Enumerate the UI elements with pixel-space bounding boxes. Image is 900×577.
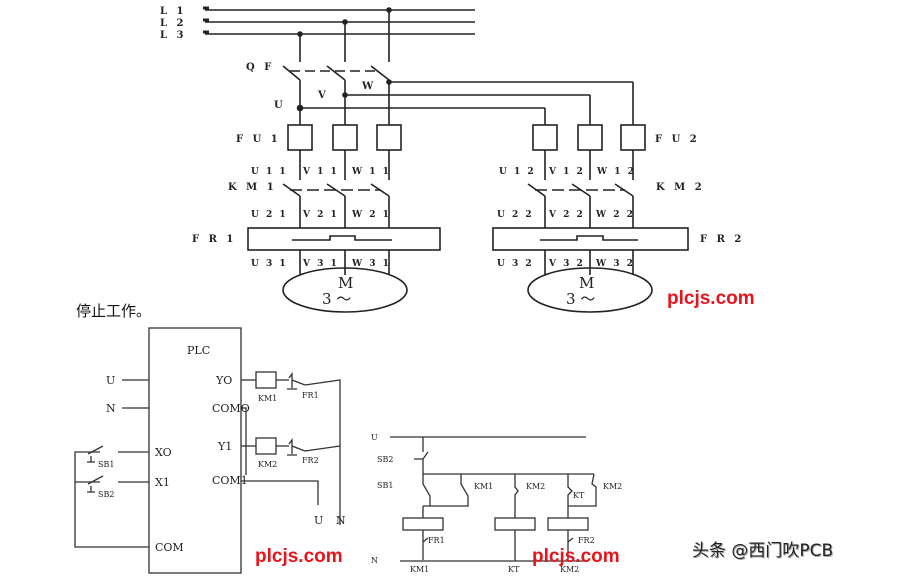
label-l3: L 3 — [160, 30, 186, 41]
coil-km1: KM1 — [410, 565, 429, 574]
label-v31: V 3 1 — [302, 259, 339, 269]
plc-box — [148, 327, 242, 574]
label-v12: V 1 2 — [548, 167, 585, 177]
plc-term-com1: COM1 — [212, 474, 248, 487]
plc-term-com: COM — [155, 541, 184, 554]
label-km1: K M 1 — [228, 182, 277, 193]
rail-u: U — [371, 433, 378, 442]
plc-term-x0: XO — [155, 446, 172, 459]
label-l1: L 1 — [160, 6, 186, 17]
contact-km2-b: KM2 — [603, 482, 622, 491]
label-km2-coil: KM2 — [258, 460, 277, 469]
label-fr2: F R 2 — [700, 234, 744, 245]
plc-input-n: N — [106, 402, 116, 415]
label-w31: W 3 1 — [351, 259, 391, 269]
contact-km1: KM1 — [474, 482, 493, 491]
supply-n: N — [336, 514, 346, 527]
credit-text: 头条 @西门吹PCB — [692, 541, 834, 561]
plc-term-x1: X1 — [155, 476, 170, 489]
label-sb2: SB2 — [98, 490, 114, 499]
label-v22: V 2 2 — [548, 210, 585, 220]
label-fu1: F U 1 — [236, 134, 281, 145]
motor2-phase: 3 ～ — [566, 290, 595, 308]
label-v21: V 2 1 — [302, 210, 339, 220]
plc-input-u: U — [106, 374, 115, 387]
coil-kt: KT — [508, 565, 520, 574]
label-sb2-stop: SB2 — [377, 455, 393, 464]
label-sb1-start: SB1 — [377, 481, 393, 490]
relay-fr1: FR1 — [428, 536, 445, 545]
plc-term-y0: YO — [215, 374, 232, 387]
label-u: U — [274, 100, 286, 111]
label-w21: W 2 1 — [351, 210, 391, 220]
label-u32: U 3 2 — [497, 259, 534, 269]
label-v: V — [317, 90, 329, 101]
label-u31: U 3 1 — [251, 259, 288, 269]
label-w12: W 1 2 — [596, 167, 636, 177]
motor1-phase: 3 ～ — [322, 290, 351, 308]
label-v11: V 1 1 — [302, 167, 339, 177]
label-fr1-contact: FR1 — [302, 391, 319, 400]
label-km2: K M 2 — [656, 182, 705, 193]
watermark-bottom-right: plcjs.com — [532, 546, 620, 567]
motor2-symbol: M — [579, 274, 594, 292]
plc-title: PLC — [187, 344, 210, 357]
label-km1-coil: KM1 — [258, 394, 277, 403]
relay-control: U SB2 SB1 KM1 KM2 KT KM2 FR1 FR2 N KM1 K… — [371, 433, 622, 574]
coil-km2: KM2 — [560, 565, 579, 574]
contact-km2: KM2 — [526, 482, 545, 491]
watermark-bottom-left: plcjs.com — [255, 546, 343, 567]
label-w11: W 1 1 — [351, 167, 391, 177]
label-w32: W 3 2 — [595, 259, 635, 269]
label-w: W — [361, 81, 376, 92]
label-v32: V 3 2 — [548, 259, 585, 269]
label-u22: U 2 2 — [497, 210, 534, 220]
power-labels: L 1 L 2 L 3 Q F U V W F U 1 U 1 1 V 1 1 … — [160, 6, 744, 308]
rail-n: N — [371, 556, 378, 565]
label-u21: U 2 1 — [251, 210, 288, 220]
supply-u: U — [314, 514, 323, 527]
label-w22: W 2 2 — [595, 210, 635, 220]
caption-text: 停止工作。 — [76, 302, 152, 320]
qf-breaker — [282, 65, 390, 81]
label-qf: Q F — [246, 62, 274, 73]
watermark-top: plcjs.com — [667, 288, 755, 309]
plc-wiring: PLC U N XO X1 COM SB1 SB2 YO COMO Y1 COM… — [74, 327, 346, 574]
contact-kt: KT — [573, 491, 585, 500]
plc-term-y1: Y1 — [217, 440, 232, 453]
supply-lines — [203, 6, 475, 35]
relay-fr2: FR2 — [578, 536, 595, 545]
motor2-branch — [492, 124, 689, 313]
label-u11: U 1 1 — [251, 167, 288, 177]
label-fr1: F R 1 — [192, 234, 236, 245]
label-sb1: SB1 — [98, 460, 114, 469]
motor1-branch — [247, 124, 441, 313]
plc-term-com0: COMO — [212, 402, 250, 415]
label-fr2-contact: FR2 — [302, 456, 319, 465]
label-u12: U 1 2 — [499, 167, 536, 177]
motor1-symbol: M — [338, 274, 353, 292]
label-fu2: F U 2 — [655, 134, 700, 145]
label-l2: L 2 — [160, 18, 186, 29]
